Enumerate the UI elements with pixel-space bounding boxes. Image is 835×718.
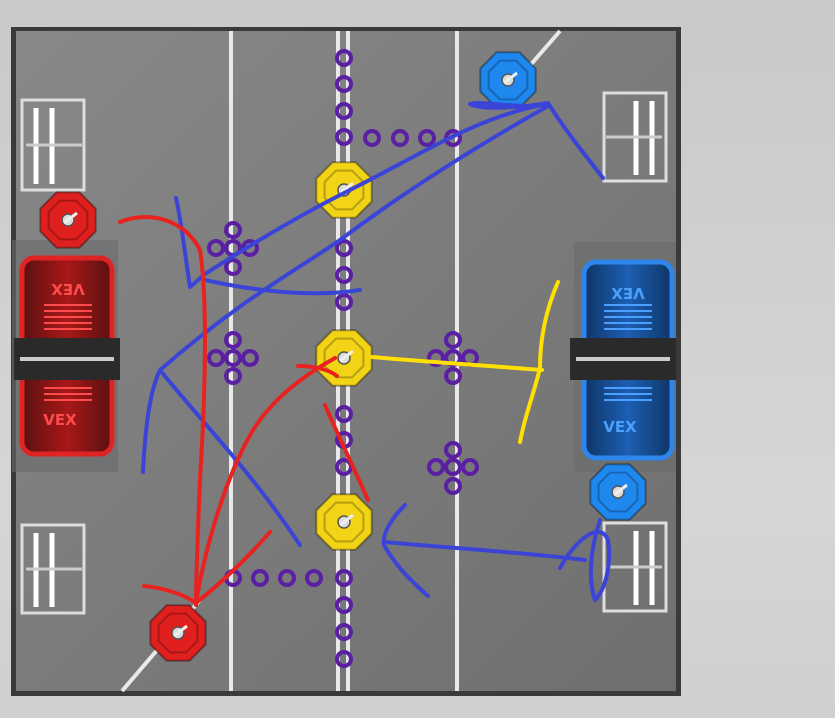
- blue-goal-icon: [589, 463, 647, 521]
- ring-icon: [241, 349, 259, 367]
- ring-icon: [335, 128, 353, 146]
- yellow-goal-icon: [315, 493, 373, 551]
- ring-icon: [224, 221, 242, 239]
- ring-icon: [444, 367, 462, 385]
- red-annotation-stroke: [323, 403, 370, 502]
- ring-icon: [461, 458, 479, 476]
- ring-icon: [335, 405, 353, 423]
- ring-icon: [335, 75, 353, 93]
- ring-icon: [251, 569, 269, 587]
- blue-annotation-stroke: [158, 368, 302, 547]
- red-annotation-stroke: [118, 215, 207, 607]
- red-goal-icon: [39, 191, 97, 249]
- ring-icon: [335, 569, 353, 587]
- red-platform: VEX VEX: [12, 240, 120, 472]
- blue-annotation-stroke: [203, 278, 362, 296]
- blue-annotation-stroke: [558, 518, 612, 602]
- ring-icon: [207, 349, 225, 367]
- red-annotation-stroke: [194, 356, 337, 605]
- yellow-goal-icon: [315, 329, 373, 387]
- blue-goal-icon: [479, 51, 537, 109]
- ring-icon: [207, 239, 225, 257]
- red-goal-icon: [149, 604, 207, 662]
- blue-platform-logo: VEX: [611, 284, 645, 302]
- ring-icon: [363, 129, 381, 147]
- ring-icon: [305, 569, 323, 587]
- blue-annotation-stroke: [174, 101, 605, 289]
- ring-icon: [335, 596, 353, 614]
- ring-icon: [224, 331, 242, 349]
- ring-icon: [224, 258, 242, 276]
- yellow-annotation-stroke: [370, 355, 544, 372]
- ring-icon: [335, 623, 353, 641]
- ring-icon: [418, 129, 436, 147]
- blue-platform: VEX VEX: [570, 242, 676, 472]
- ring-icon: [391, 129, 409, 147]
- red-platform-logo-bottom: VEX: [43, 411, 77, 429]
- ring-icon: [224, 367, 242, 385]
- mobile-goals: [39, 51, 647, 662]
- blue-annotation-stroke: [382, 540, 587, 562]
- ring-icon: [427, 458, 445, 476]
- ring-icon: [444, 458, 462, 476]
- ring-icon: [427, 349, 445, 367]
- yellow-goal-icon: [315, 161, 373, 219]
- ring-icon: [335, 49, 353, 67]
- rings: [207, 49, 479, 668]
- ring-icon: [335, 293, 353, 311]
- blue-annotation-stroke: [141, 104, 550, 474]
- ring-icon: [335, 239, 353, 257]
- red-platform-logo: VEX: [51, 280, 85, 298]
- red-annotation-stroke: [296, 364, 339, 378]
- ring-icon: [335, 650, 353, 668]
- annotations: [118, 101, 612, 607]
- ring-icon: [444, 331, 462, 349]
- red-annotation-stroke: [142, 530, 272, 605]
- blue-annotation-stroke: [381, 503, 430, 598]
- ring-icon: [278, 569, 296, 587]
- ring-icon: [444, 477, 462, 495]
- ring-icon: [335, 102, 353, 120]
- goal-rack-icon: [20, 91, 668, 615]
- blue-platform-logo-bottom: VEX: [603, 418, 637, 436]
- ring-icon: [224, 349, 242, 367]
- ring-icon: [335, 266, 353, 284]
- yellow-annotation-stroke: [518, 280, 560, 444]
- ring-icon: [444, 441, 462, 459]
